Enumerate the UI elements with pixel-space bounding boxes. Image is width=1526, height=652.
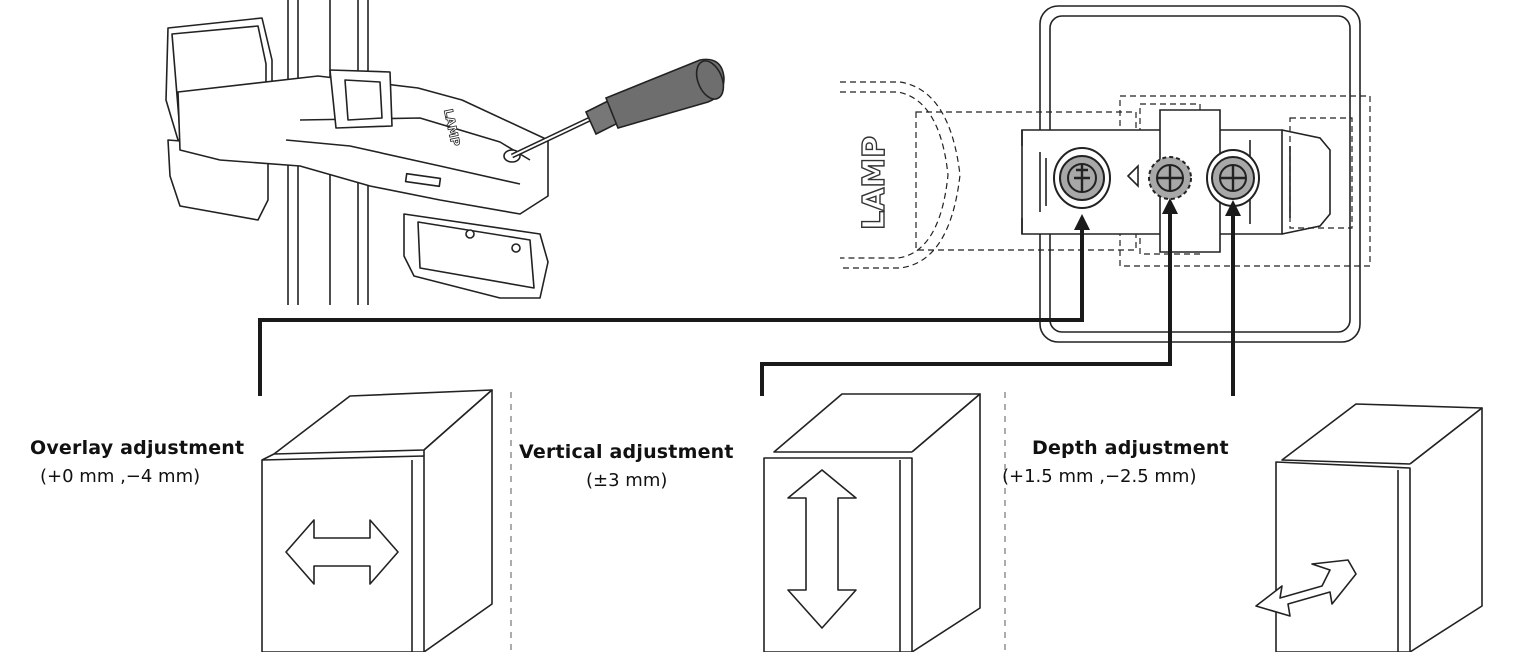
overlay-adjustment-title: Overlay adjustment	[30, 437, 245, 459]
double-arrow-horizontal-icon	[285, 519, 399, 585]
leader-lines	[258, 198, 1241, 396]
depth-adjustment-title: Depth adjustment	[1032, 437, 1229, 459]
vertical-adjustment-range: (±3 mm)	[586, 470, 668, 491]
hinge-illustration: LAMP	[165, 0, 549, 305]
overlay-cube	[261, 389, 493, 652]
vertical-adjustment-title: Vertical adjustment	[519, 441, 734, 463]
screwdriver	[510, 58, 725, 159]
depth-screw	[1206, 149, 1260, 207]
screwdriver-handle	[604, 58, 725, 129]
leader-overlay	[258, 214, 1090, 396]
plate-small-arrow	[1126, 164, 1139, 188]
mounting-plate	[403, 213, 549, 299]
leader-vertical	[760, 198, 1178, 396]
depth-adjustment-range: (+1.5 mm ,−2.5 mm)	[1002, 466, 1197, 487]
overlay-screw	[1053, 147, 1111, 209]
vertical-cube	[763, 393, 981, 652]
vertical-screw	[1148, 156, 1192, 200]
overlay-adjustment-range: (+0 mm ,−4 mm)	[40, 466, 201, 487]
depth-cube	[1255, 403, 1483, 652]
double-arrow-vertical-icon	[787, 469, 857, 629]
double-arrow-depth-icon	[1255, 559, 1357, 617]
plate-logo: LAMP	[857, 136, 892, 230]
hinge-arm	[177, 75, 549, 215]
